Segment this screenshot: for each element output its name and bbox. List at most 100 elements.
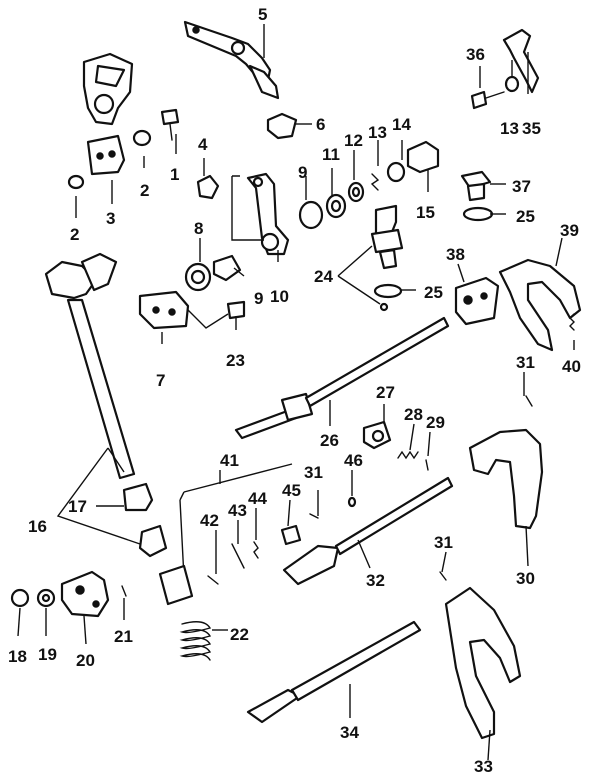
callout-41: 41 bbox=[220, 451, 239, 470]
callout-28: 28 bbox=[404, 405, 423, 424]
callout-42: 42 bbox=[200, 511, 219, 530]
part-32-shaft bbox=[282, 476, 454, 586]
part-38-block bbox=[454, 276, 500, 326]
part-18-nut bbox=[10, 588, 30, 608]
callout-16: 16 bbox=[28, 517, 47, 536]
part-31-pin bbox=[525, 395, 533, 407]
part-19-washer-inner bbox=[41, 593, 51, 603]
callout-2: 2 bbox=[140, 181, 149, 200]
part-28-spring bbox=[397, 450, 419, 460]
callout-17: 17 bbox=[68, 497, 87, 516]
callout-9: 9 bbox=[254, 289, 263, 308]
part-23-bolt bbox=[226, 300, 246, 320]
part-41-block bbox=[158, 564, 194, 606]
callout-8: 8 bbox=[194, 219, 203, 238]
part-17-bushing bbox=[122, 482, 154, 512]
part-15-cap bbox=[406, 140, 440, 174]
part-7-plate bbox=[138, 290, 190, 330]
callout-31: 31 bbox=[516, 353, 535, 372]
callout-27: 27 bbox=[376, 383, 395, 402]
part-27-block bbox=[362, 420, 392, 450]
callout-38: 38 bbox=[446, 245, 465, 264]
part-24-switch bbox=[370, 204, 404, 270]
callout-40: 40 bbox=[562, 357, 581, 376]
part-35-arm bbox=[502, 28, 540, 94]
callout-22: 22 bbox=[230, 625, 249, 644]
part-14-ring bbox=[386, 161, 406, 183]
callout-15: 15 bbox=[416, 203, 435, 222]
part-44-spring bbox=[253, 541, 259, 559]
callout-31: 31 bbox=[434, 533, 453, 552]
callout-21: 21 bbox=[114, 627, 133, 646]
callout-44: 44 bbox=[248, 489, 267, 508]
callout-19: 19 bbox=[38, 645, 57, 664]
part-29-pin bbox=[425, 459, 429, 471]
callout-43: 43 bbox=[228, 501, 247, 520]
part-13-washer bbox=[504, 75, 520, 93]
callout-25: 25 bbox=[424, 283, 443, 302]
callout-1: 1 bbox=[170, 165, 179, 184]
callout-33: 33 bbox=[474, 757, 493, 776]
part-40-pin bbox=[569, 313, 575, 331]
callout-32: 32 bbox=[366, 571, 385, 590]
part-39-fork bbox=[498, 258, 582, 352]
part-46-pin bbox=[347, 496, 357, 508]
callout-11: 11 bbox=[322, 145, 340, 164]
callout-24: 24 bbox=[314, 267, 333, 286]
part-16-collar bbox=[138, 524, 168, 558]
part-2-washer bbox=[132, 129, 152, 147]
part-4-nut bbox=[196, 174, 220, 200]
part-43-pin bbox=[231, 543, 245, 569]
part-25-gasket bbox=[373, 283, 403, 299]
part-10-shift-arm bbox=[246, 172, 290, 256]
callout-46: 46 bbox=[344, 451, 363, 470]
callout-29: 29 bbox=[426, 413, 445, 432]
callout-6: 6 bbox=[316, 115, 325, 134]
part-42-pin bbox=[207, 575, 219, 585]
callout-34: 34 bbox=[340, 723, 359, 742]
callout-13: 13 bbox=[500, 119, 519, 138]
part-26-shaft bbox=[234, 316, 450, 440]
callout-23: 23 bbox=[226, 351, 245, 370]
callout-labels: 1 2 2 3 4 5 6 7 8 9 9 10 11 12 13 13 14 … bbox=[8, 5, 581, 776]
part-22-spring bbox=[179, 621, 212, 661]
part-37-plug bbox=[460, 170, 492, 202]
part-2-washer bbox=[67, 174, 85, 190]
part-6-clip bbox=[266, 112, 298, 140]
part-45-bushing bbox=[280, 524, 302, 546]
callout-5: 5 bbox=[258, 5, 267, 24]
part-8-ring-inner bbox=[190, 269, 206, 285]
callout-45: 45 bbox=[282, 481, 301, 500]
part-16-shift-rod bbox=[44, 252, 136, 480]
part-25-gasket bbox=[462, 206, 494, 222]
part-9-bushing bbox=[212, 254, 242, 282]
callout-18: 18 bbox=[8, 647, 27, 666]
callout-20: 20 bbox=[76, 651, 95, 670]
callout-25: 25 bbox=[516, 207, 535, 226]
part-30-fork bbox=[468, 428, 544, 530]
callout-39: 39 bbox=[560, 221, 579, 240]
part-5-bracket bbox=[183, 20, 280, 100]
part-12-washer-inner bbox=[351, 186, 361, 198]
part-33-fork bbox=[444, 586, 522, 740]
leader-lines bbox=[17, 24, 575, 761]
part-31-pin bbox=[309, 513, 319, 519]
callout-3: 3 bbox=[106, 209, 115, 228]
callout-26: 26 bbox=[320, 431, 339, 450]
callout-7: 7 bbox=[156, 371, 165, 390]
callout-9: 9 bbox=[298, 163, 307, 182]
callout-2: 2 bbox=[70, 225, 79, 244]
callout-14: 14 bbox=[392, 115, 411, 134]
part-41-bracket bbox=[179, 463, 293, 579]
callout-35: 35 bbox=[522, 119, 541, 138]
part-36-bolt bbox=[470, 90, 505, 110]
part-3-housing bbox=[82, 52, 134, 176]
part-31-pin bbox=[439, 571, 447, 581]
callout-13: 13 bbox=[368, 123, 387, 142]
callout-4: 4 bbox=[198, 135, 208, 154]
callout-30: 30 bbox=[516, 569, 535, 588]
part-13-spring bbox=[370, 173, 380, 191]
part-9-bushing bbox=[298, 200, 324, 230]
callout-10: 10 bbox=[270, 287, 289, 306]
